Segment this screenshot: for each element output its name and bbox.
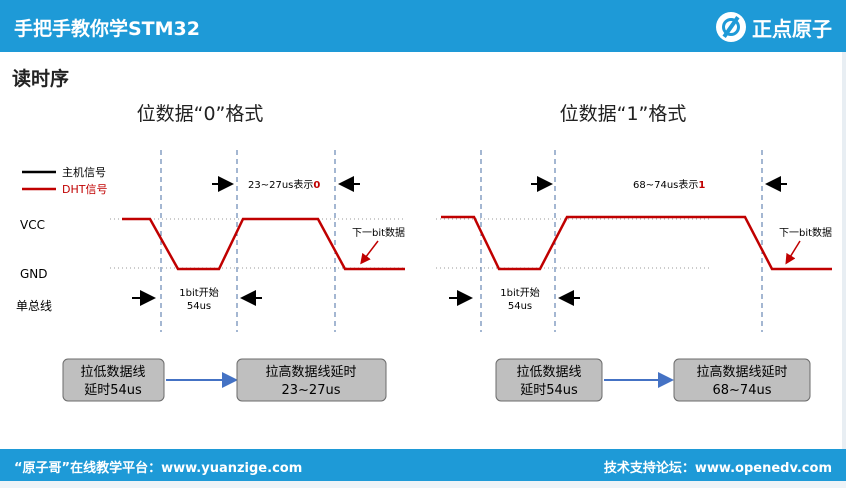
- left-box1-line2: 延时54us: [84, 383, 142, 398]
- right-box2-line2: 68~74us: [713, 383, 772, 398]
- header-bar: 手把手教你学STM32 正点原子: [0, 0, 846, 52]
- right-box1-line2: 延时54us: [520, 383, 578, 398]
- left-box-pull-low: [62, 358, 165, 402]
- right-box-pull-low: [495, 358, 603, 402]
- bus-label: 单总线: [16, 299, 52, 313]
- section-title: 读时序: [12, 68, 70, 90]
- footer-left-text: “原子哥”在线教学平台：www.yuanzige.com: [14, 461, 303, 476]
- right-start-line2: 54us: [508, 301, 532, 312]
- left-high-note: 23~27us表示0: [248, 178, 320, 191]
- left-box-pull-high: [236, 358, 387, 402]
- left-box2-line1: 拉高数据线延时: [265, 364, 356, 380]
- footer-right-text: 技术支持论坛：www.openedv.com: [603, 461, 832, 476]
- left-next-bit-arrow: [360, 240, 379, 265]
- brand-logo: 正点原子: [716, 10, 832, 44]
- logo-icon: [716, 12, 746, 42]
- right-box1-line1: 拉低数据线: [516, 365, 581, 380]
- right-box2-line1: 拉高数据线延时: [696, 364, 787, 380]
- vcc-label: VCC: [20, 218, 45, 232]
- left-start-line2: 54us: [187, 301, 211, 312]
- left-start-line1: 1bit开始: [179, 286, 218, 299]
- legend-dht-label: DHT信号: [62, 183, 107, 196]
- right-dht-signal: [441, 215, 832, 271]
- right-next-bit-arrow: [785, 240, 801, 265]
- left-box2-line2: 23~27us: [282, 383, 341, 398]
- left-heading: 位数据“0”格式: [137, 103, 264, 125]
- left-dht-signal: [122, 217, 405, 271]
- header-title: 手把手教你学STM32: [14, 18, 200, 40]
- footer-bar: “原子哥”在线教学平台：www.yuanzige.com 技术支持论坛：www.…: [0, 449, 846, 481]
- right-edge-strip: [842, 52, 846, 449]
- right-next-bit: 下一bit数据: [779, 226, 832, 239]
- legend-host-label: 主机信号: [62, 165, 106, 179]
- logo-text: 正点原子: [752, 16, 832, 41]
- right-heading: 位数据“1”格式: [560, 103, 687, 125]
- gnd-label: GND: [20, 267, 48, 281]
- right-start-line1: 1bit开始: [500, 286, 539, 299]
- footer-strip: [0, 481, 846, 488]
- left-box1-line1: 拉低数据线: [80, 365, 145, 380]
- right-box-pull-high: [673, 358, 811, 402]
- left-next-bit: 下一bit数据: [352, 226, 405, 239]
- right-high-note: 68~74us表示1: [633, 178, 705, 191]
